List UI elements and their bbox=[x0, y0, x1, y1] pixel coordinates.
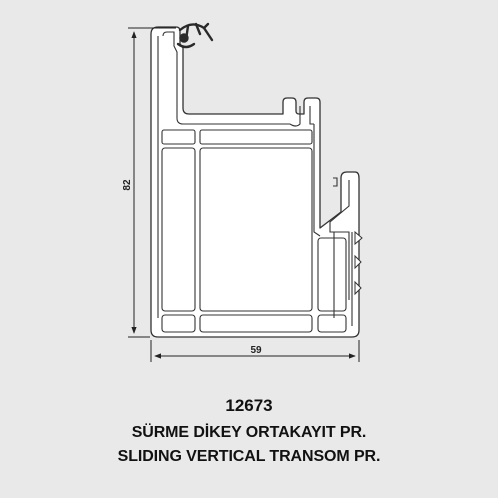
profile-chambers bbox=[161, 129, 347, 333]
product-name-turkish: SÜRME DİKEY ORTAKAYIT PR. bbox=[131, 424, 367, 441]
height-dimension bbox=[128, 27, 176, 338]
profile-inner-lines bbox=[157, 31, 353, 326]
profile-teeth bbox=[354, 230, 363, 296]
profile-outline bbox=[150, 26, 360, 338]
product-name-english: SLIDING VERTICAL TRANSOM PR. bbox=[117, 448, 381, 465]
profile-cross-section-drawing: 82 59 bbox=[122, 22, 363, 362]
width-dimension bbox=[150, 340, 360, 362]
width-dimension-label: 59 bbox=[250, 345, 262, 356]
product-code: 12673 bbox=[225, 396, 273, 415]
height-dimension-label: 82 bbox=[122, 179, 133, 191]
gasket-seal bbox=[176, 22, 214, 49]
